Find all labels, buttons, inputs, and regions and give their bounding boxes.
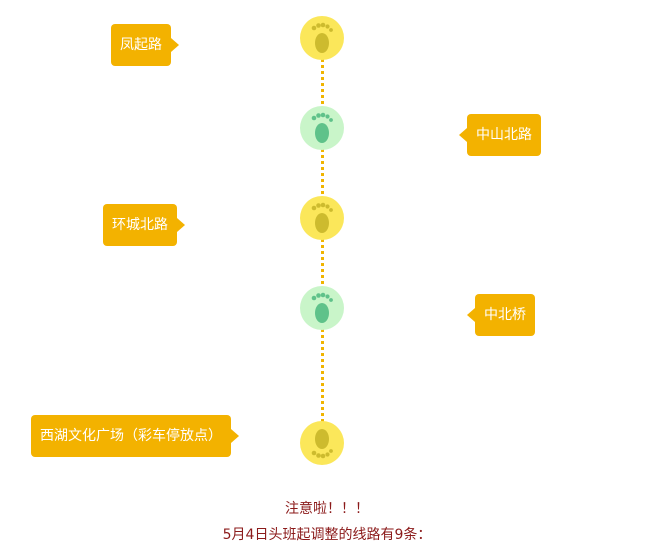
stop-node-xihuwenhuaguangchang	[300, 421, 344, 465]
footprint-icon	[311, 292, 333, 323]
stop-label-zhongshanbeilu: 中山北路	[459, 114, 541, 156]
stop-node-zhongshanbeilu	[300, 106, 344, 150]
route-line	[321, 40, 324, 440]
footprint-icon	[311, 202, 333, 233]
notice-title: 注意啦！！！	[285, 501, 369, 517]
stop-node-huanchengbeilu	[300, 196, 344, 240]
stop-label-xihuwenhuaguangchang: 西湖文化广场（彩车停放点）	[31, 415, 239, 457]
stop-node-zhongbeiqiao	[300, 286, 344, 330]
stop-node-fengqilu	[300, 16, 344, 60]
notice-subtitle: 5月4日头班起调整的线路有9条：	[222, 527, 432, 543]
footprint-icon	[311, 112, 333, 143]
footprint-icon	[311, 429, 333, 459]
stop-label-fengqilu: 凤起路	[111, 24, 179, 66]
stop-label-zhongbeiqiao: 中北桥	[467, 294, 535, 336]
footprint-icon	[311, 22, 333, 53]
stop-label-huanchengbeilu: 环城北路	[103, 204, 185, 246]
